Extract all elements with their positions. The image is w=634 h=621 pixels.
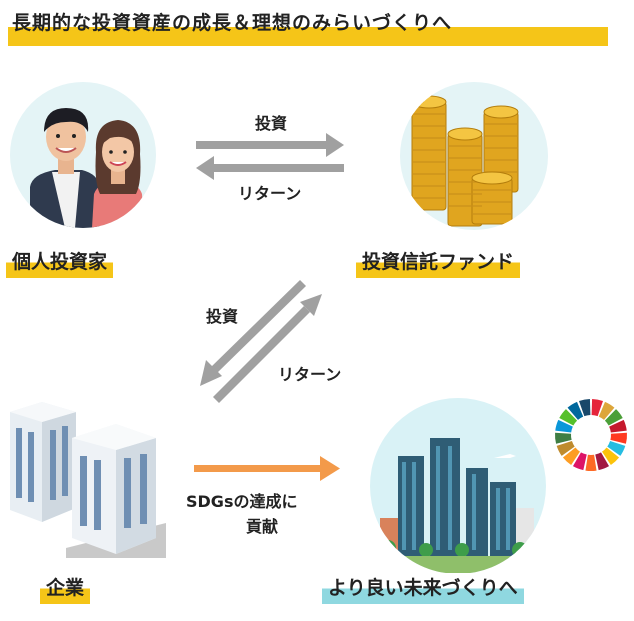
title-highlight-bar xyxy=(8,6,608,46)
sdgs-wheel-segment xyxy=(579,399,591,417)
sdgs-wheel-segment xyxy=(610,432,627,444)
return-arrow-diagonal xyxy=(213,294,322,403)
top-return-label: リターン xyxy=(238,184,302,203)
sdgs-wheel-segment xyxy=(555,432,572,444)
sdgs-label-line1: SDGsの達成に xyxy=(186,492,298,511)
investor-label: 個人投資家 xyxy=(6,247,114,278)
sdgs-arrow-right xyxy=(194,456,340,481)
sdgs-wheel-segment xyxy=(591,399,603,417)
sdgs-wheel-icon xyxy=(554,398,628,472)
fund-label: 投資信託ファンド xyxy=(356,247,521,278)
sdgs-wheel-segment xyxy=(602,447,620,466)
page-title: 長期的な投資資産の成長＆理想のみらいづくりへ xyxy=(12,12,453,34)
sdgs-wheel-segment xyxy=(585,454,597,471)
sdgs-wheel-segment xyxy=(556,441,575,456)
sdgs-wheel-segment xyxy=(567,401,584,420)
future-label: より良い未来づくりへ xyxy=(322,573,524,604)
fund-coins-illustration xyxy=(400,82,548,230)
return-arrow-left xyxy=(196,156,344,180)
company-buildings-illustration xyxy=(6,398,166,558)
investor-illustration xyxy=(10,82,156,228)
sdgs-wheel-segment xyxy=(604,409,623,426)
invest-arrow-right xyxy=(196,133,344,157)
sdgs-wheel-segment xyxy=(607,441,626,456)
diag-return-label: リターン xyxy=(278,365,342,384)
sdgs-wheel-segment xyxy=(609,419,627,433)
sdgs-wheel-segment xyxy=(562,447,580,466)
sdgs-label-line2: 貢献 xyxy=(246,517,279,536)
company-label: 企業 xyxy=(40,573,91,604)
sdgs-wheel-segment xyxy=(555,419,573,433)
diag-invest-label: 投資 xyxy=(206,307,239,326)
sdgs-wheel-segment xyxy=(595,452,610,471)
sdgs-wheel-segment xyxy=(559,409,578,426)
sdgs-wheel-segment xyxy=(598,401,615,420)
sdgs-wheel-segment xyxy=(572,452,587,471)
invest-arrow-diagonal xyxy=(200,280,306,386)
top-invest-label: 投資 xyxy=(255,114,288,133)
